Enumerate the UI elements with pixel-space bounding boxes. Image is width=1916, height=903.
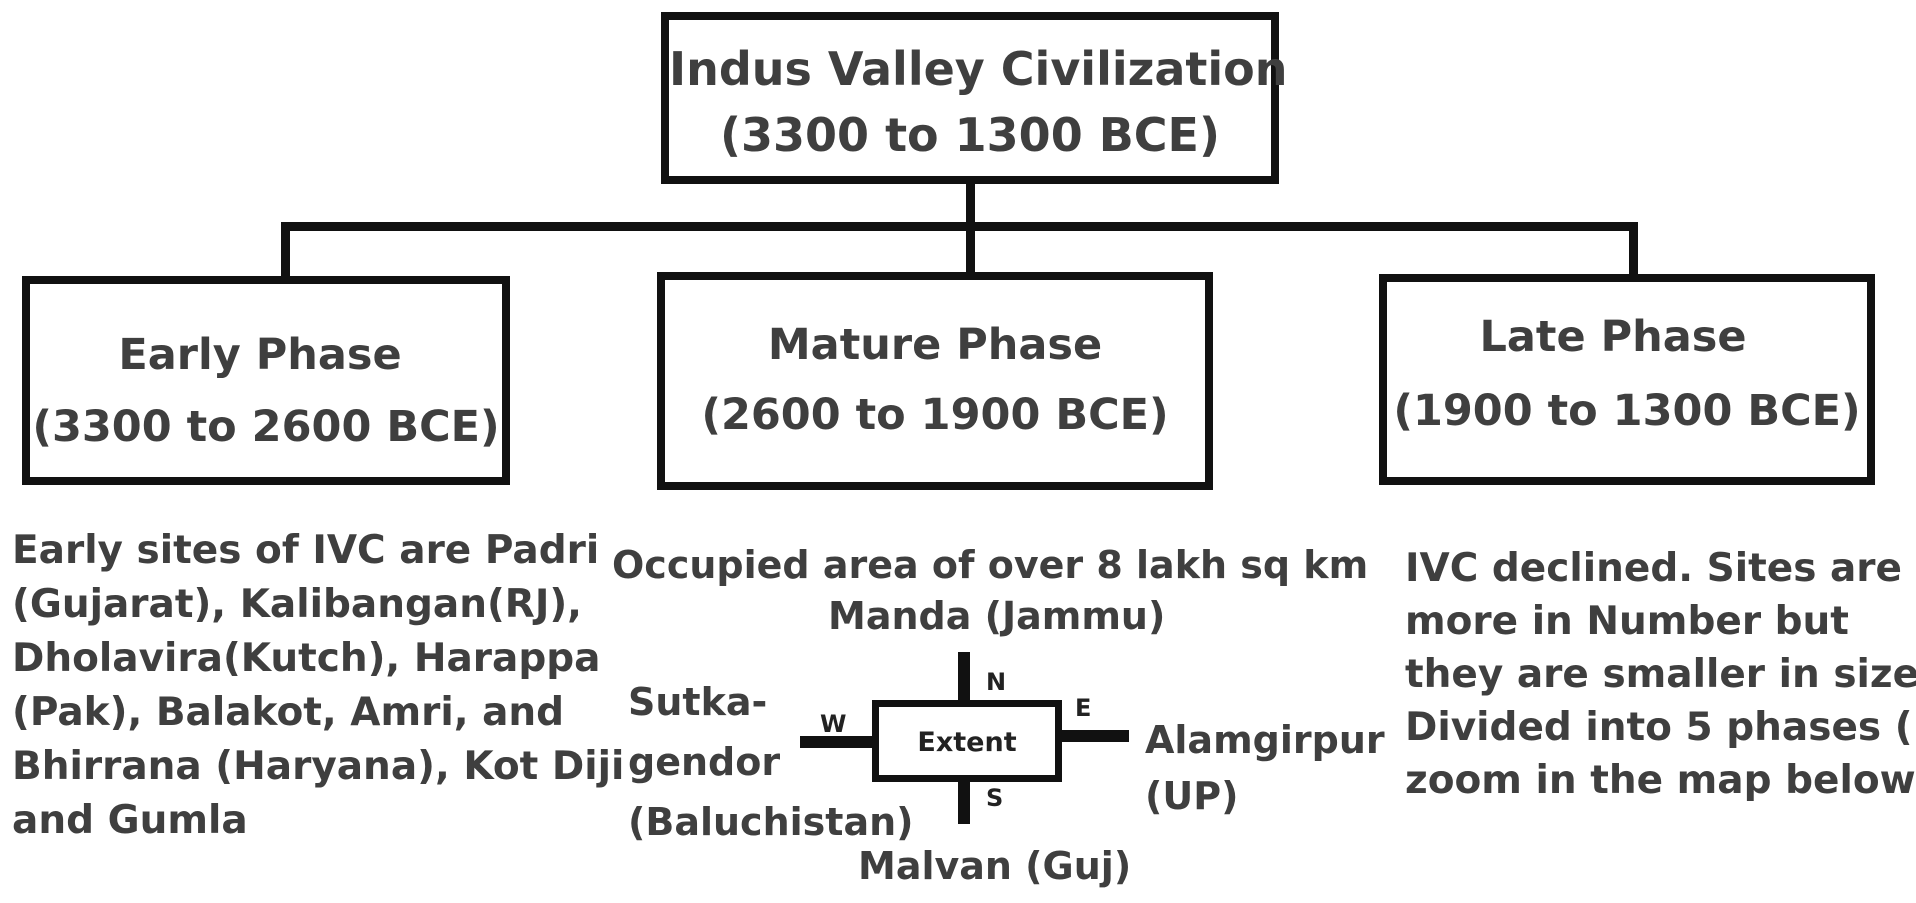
west-site-line: Sutka- [628, 680, 768, 724]
early-desc-line: (Gujarat), Kalibangan(RJ), [12, 582, 582, 627]
mature-phase-description: Occupied area of over 8 lakh sq km [612, 538, 1368, 592]
connector-root-down [966, 180, 975, 233]
extent-box: Extent [872, 700, 1062, 782]
late-desc-line: IVC declined. Sites are [1405, 546, 1902, 591]
connector-horizontal [281, 222, 1638, 231]
compass-east-arm [1057, 730, 1129, 742]
west-direction-label: W [820, 710, 847, 738]
root-node: Indus Valley Civilization (3300 to 1300 … [661, 12, 1288, 184]
late-phase-dates: (1900 to 1300 BCE) [1393, 386, 1861, 436]
north-direction-label: N [986, 668, 1007, 696]
mature-phase-dates: (2600 to 1900 BCE) [701, 390, 1169, 440]
mature-desc-line: Occupied area of over 8 lakh sq km [612, 543, 1369, 587]
compass-west-arm [800, 736, 876, 748]
west-site-label: Sutka- gendor (Baluchistan) [628, 672, 914, 852]
east-site-line: (UP) [1145, 774, 1239, 818]
north-site-label: Manda (Jammu) [828, 594, 1166, 638]
early-desc-line: and Gumla [12, 798, 248, 843]
late-phase-description: IVC declined. Sites are more in Number b… [1405, 542, 1916, 807]
early-phase-node: Early Phase (3300 to 2600 BCE) [22, 276, 510, 485]
root-dates: (3300 to 1300 BCE) [720, 108, 1220, 162]
late-phase-title: Late Phase [1479, 312, 1747, 362]
connector-late [1629, 222, 1638, 274]
south-site-label: Malvan (Guj) [858, 844, 1132, 888]
east-direction-label: E [1075, 694, 1092, 722]
extent-label: Extent [917, 727, 1017, 758]
compass-south-arm [958, 778, 970, 824]
east-site-label: Alamgirpur (UP) [1145, 712, 1385, 824]
connector-early [281, 222, 290, 286]
mature-phase-node: Mature Phase (2600 to 1900 BCE) [657, 272, 1213, 490]
early-desc-line: (Pak), Balakot, Amri, and [12, 690, 565, 735]
compass-north-arm [958, 652, 970, 704]
late-phase-node: Late Phase (1900 to 1300 BCE) [1379, 274, 1875, 485]
root-title: Indus Valley Civilization [669, 42, 1288, 96]
late-desc-line: Divided into 5 phases ( [1405, 705, 1913, 750]
early-desc-line: Dholavira(Kutch), Harappa [12, 636, 601, 681]
early-phase-title: Early Phase [118, 330, 402, 380]
early-phase-dates: (3300 to 2600 BCE) [32, 402, 500, 452]
south-direction-label: S [986, 784, 1004, 812]
late-desc-line: more in Number but [1405, 599, 1849, 644]
late-desc-line: zoom in the map below) [1405, 758, 1916, 803]
early-phase-description: Early sites of IVC are Padri (Gujarat), … [12, 524, 624, 848]
west-site-line: (Baluchistan) [628, 800, 914, 844]
east-site-line: Alamgirpur [1145, 718, 1385, 762]
mature-phase-title: Mature Phase [767, 320, 1103, 370]
connector-mature [966, 222, 975, 288]
west-site-line: gendor [628, 740, 781, 784]
early-desc-line: Early sites of IVC are Padri [12, 528, 600, 573]
early-desc-line: Bhirrana (Haryana), Kot Diji [12, 744, 625, 789]
late-desc-line: they are smaller in size. [1405, 652, 1916, 697]
